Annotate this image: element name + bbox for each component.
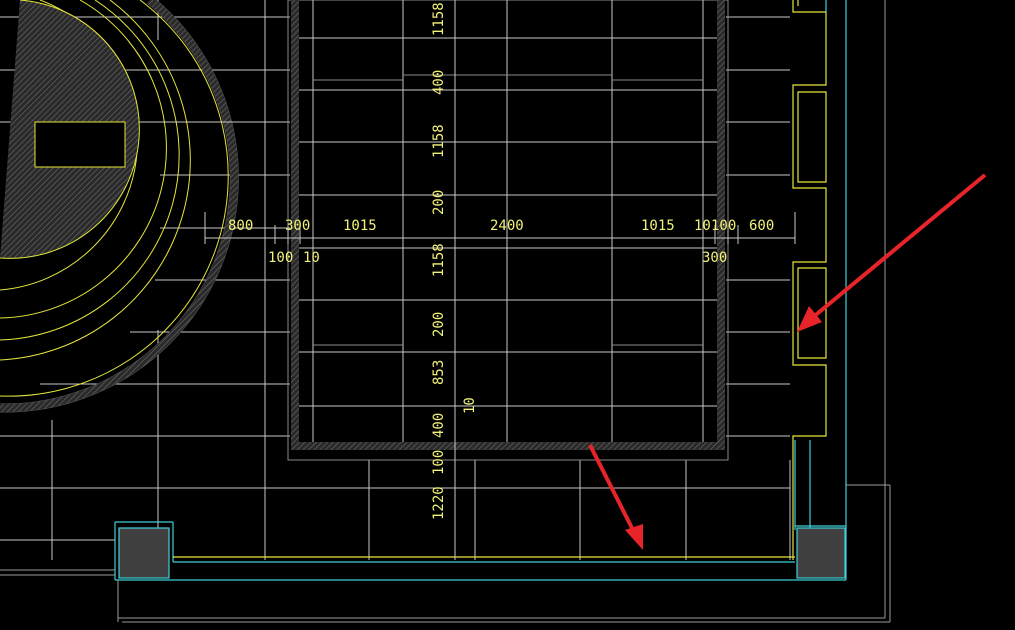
dim-vertical-1158-a: 1158 xyxy=(431,2,447,36)
dim-label-300-right: 300 xyxy=(702,250,727,266)
column-left xyxy=(118,527,170,579)
dim-vertical-200-b: 200 xyxy=(431,312,447,337)
column-right xyxy=(796,527,846,579)
circular-stair-feature xyxy=(0,0,239,413)
red-arrow-bottom xyxy=(588,444,643,550)
dim-vertical-400-b: 400 xyxy=(431,413,447,438)
dim-label-1015-left: 1015 xyxy=(343,218,377,234)
dim-label-10-right: 10 xyxy=(694,218,711,234)
dim-label-10-left: 10 xyxy=(303,250,320,266)
dimension-lines xyxy=(204,0,796,560)
dim-label-1015-right: 1015 xyxy=(641,218,675,234)
dim-label-2400: 2400 xyxy=(490,218,524,234)
dim-vertical-853: 853 xyxy=(431,360,447,385)
right-wall-outline xyxy=(792,0,827,560)
dim-vertical-200-a: 200 xyxy=(431,190,447,215)
red-arrow-right xyxy=(797,173,987,332)
dim-vertical-100: 100 xyxy=(431,450,447,475)
outer-building-lines xyxy=(0,0,891,623)
dim-vertical-1220: 1220 xyxy=(431,486,447,520)
dim-label-300: 300 xyxy=(285,218,310,234)
dim-label-600: 600 xyxy=(749,218,774,234)
dim-vertical-10: 10 xyxy=(462,397,478,414)
dim-label-100-left: 100 xyxy=(268,250,293,266)
dim-vertical-400-a: 400 xyxy=(431,70,447,95)
dim-label-800: 800 xyxy=(228,218,253,234)
dim-vertical-1158-c: 1158 xyxy=(431,243,447,277)
dim-vertical-1158-b: 1158 xyxy=(431,124,447,158)
dim-label-100-right: 100 xyxy=(711,218,736,234)
outer-wall-cyan xyxy=(114,0,847,581)
